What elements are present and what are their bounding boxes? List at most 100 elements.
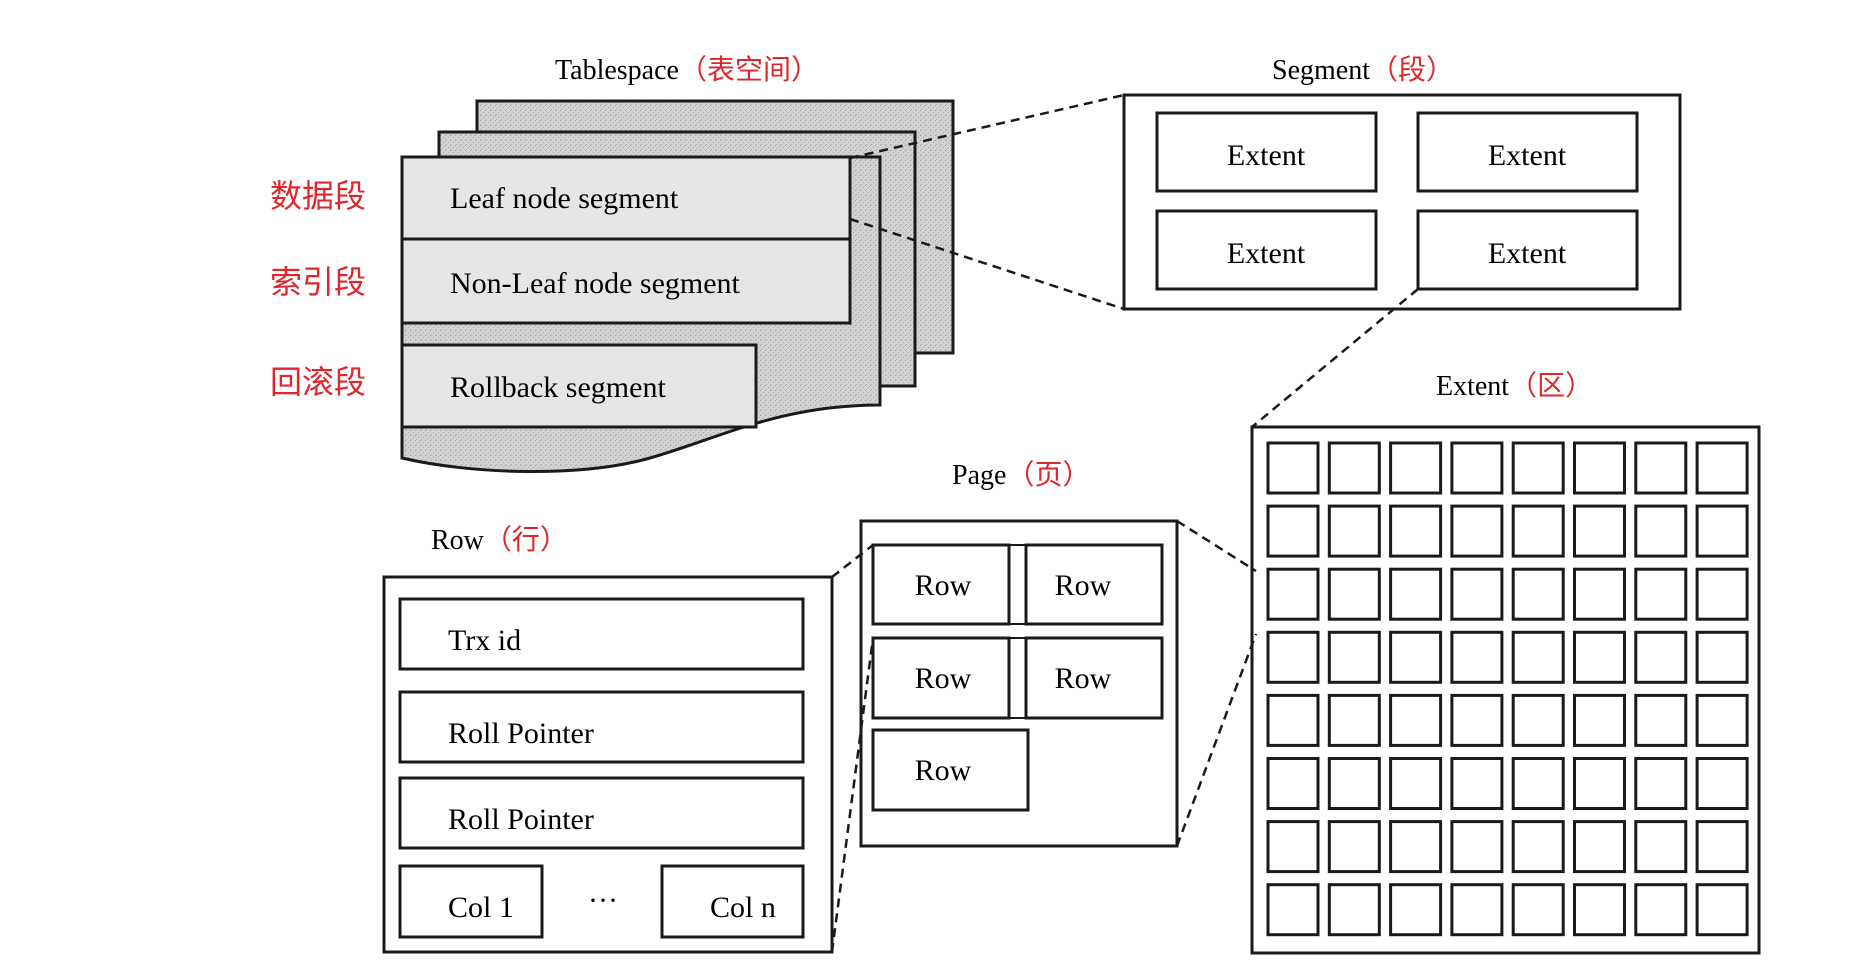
zoom-connectors <box>830 93 1419 953</box>
page-row-label: Row <box>1055 662 1112 695</box>
data-segment-annotation: 数据段 <box>270 177 366 215</box>
segment-extent-box <box>1155 209 1378 291</box>
extent-page-cell <box>1389 504 1443 558</box>
extent-page-cell <box>1266 630 1320 684</box>
extent-page-cell <box>1511 567 1565 621</box>
extent-page-cell <box>1266 693 1320 747</box>
extent-page-cell <box>1695 504 1749 558</box>
segment-extent-box <box>1155 111 1378 193</box>
extent-page-cell <box>1634 820 1688 874</box>
extent-page-cell <box>1266 567 1320 621</box>
extent-page-cell <box>1327 883 1381 937</box>
extent-page-cell <box>1327 820 1381 874</box>
segment-group: Segment（段） Extent Extent Extent Extent <box>1122 53 1682 311</box>
segment-extent-box <box>1416 111 1639 193</box>
extent-page-cell <box>1511 757 1565 810</box>
page-row-box <box>871 543 1011 626</box>
extent-page-cell <box>1327 504 1381 558</box>
col-1-field <box>398 864 544 939</box>
rollback-segment-annotation: 回滚段 <box>270 363 366 401</box>
extent-page-cell <box>1327 567 1381 621</box>
col-n-field <box>660 864 805 939</box>
extent-page-cell <box>1634 883 1688 937</box>
extent-page-cell <box>1573 820 1626 874</box>
segment-extent-label: Extent <box>1488 139 1567 172</box>
extent-page-cell <box>1573 883 1626 937</box>
segment-extent-label: Extent <box>1227 139 1306 172</box>
extent-page-cell <box>1450 757 1504 810</box>
extent-page-cell <box>1266 883 1320 937</box>
extent-page-cell <box>1695 693 1749 747</box>
extent-page-cell <box>1389 441 1443 495</box>
extent-page-cell <box>1266 820 1320 874</box>
extent-page-cell <box>1634 693 1688 747</box>
row-title: Row（行） <box>431 523 568 556</box>
roll-pointer-label: Roll Pointer <box>448 803 594 836</box>
extent-page-cell <box>1511 693 1565 747</box>
connector-page-extent-bottom <box>1175 633 1258 847</box>
extent-page-cell <box>1695 883 1749 937</box>
extent-page-cell <box>1511 820 1565 874</box>
connector-row-page-bottom <box>830 637 875 953</box>
connector-page-extent-top <box>1176 519 1257 573</box>
extent-page-cell <box>1695 567 1749 621</box>
extent-page-cell <box>1634 757 1688 810</box>
tablespace-title: Tablespace（表空间） <box>555 53 819 86</box>
extent-page-cell <box>1327 441 1381 495</box>
page-row-box <box>1024 636 1164 720</box>
trx-id-field <box>398 597 805 671</box>
extent-page-cell <box>1450 441 1504 495</box>
col-n-label: Col n <box>710 891 776 924</box>
extent-page-cell <box>1450 820 1504 874</box>
page-row-box <box>871 728 1030 812</box>
extent-page-cell <box>1634 504 1688 558</box>
page-row-label: Row <box>915 754 972 787</box>
extent-page-cell <box>1511 630 1565 684</box>
extent-page-cell <box>1450 630 1504 684</box>
roll-pointer-field <box>398 776 805 850</box>
extent-page-cell <box>1389 820 1443 874</box>
page-row-label: Row <box>915 662 972 695</box>
rollback-segment-label: Rollback segment <box>450 371 666 404</box>
extent-page-cell <box>1511 441 1565 495</box>
page-row-box <box>1024 543 1164 626</box>
extent-page-cell <box>1573 441 1626 495</box>
extent-page-grid <box>1266 441 1749 937</box>
segment-title: Segment（段） <box>1272 53 1454 86</box>
extent-group: Extent（区） <box>1250 369 1761 955</box>
connector-row-page-top <box>831 544 874 578</box>
connector-segment-extent <box>1251 288 1419 428</box>
extent-page-cell <box>1389 757 1443 810</box>
roll-pointer-label: Roll Pointer <box>448 717 594 750</box>
extent-page-cell <box>1389 693 1443 747</box>
extent-page-cell <box>1266 757 1320 810</box>
roll-pointer-field <box>398 690 805 764</box>
connector-tablespace-segment-bottom <box>849 217 1125 311</box>
extent-page-cell <box>1327 757 1381 810</box>
page-row-box <box>871 636 1011 720</box>
extent-page-cell <box>1389 883 1443 937</box>
extent-page-cell <box>1327 693 1381 747</box>
rollback-segment-box <box>400 343 758 429</box>
non-leaf-node-segment-label: Non-Leaf node segment <box>450 267 741 300</box>
extent-page-cell <box>1511 883 1565 937</box>
extent-page-cell <box>1573 630 1626 684</box>
tablespace-group: Tablespace（表空间） Leaf node segment Non-Le… <box>270 53 955 473</box>
extent-page-cell <box>1634 567 1688 621</box>
extent-page-cell <box>1634 441 1688 495</box>
extent-page-cell <box>1327 630 1381 684</box>
non-leaf-node-segment-box <box>400 237 852 325</box>
connector-tablespace-segment-top <box>849 93 1125 160</box>
segment-extent-label: Extent <box>1227 237 1306 270</box>
page-title: Page（页） <box>952 458 1090 491</box>
extent-page-cell <box>1389 567 1443 621</box>
leaf-node-segment-box <box>400 155 852 241</box>
col-1-label: Col 1 <box>448 891 514 924</box>
leaf-node-segment-label: Leaf node segment <box>450 182 679 215</box>
extent-page-cell <box>1266 441 1320 495</box>
extent-page-cell <box>1450 883 1504 937</box>
page-row-label: Row <box>915 569 972 602</box>
trx-id-label: Trx id <box>448 624 521 657</box>
extent-page-cell <box>1695 820 1749 874</box>
